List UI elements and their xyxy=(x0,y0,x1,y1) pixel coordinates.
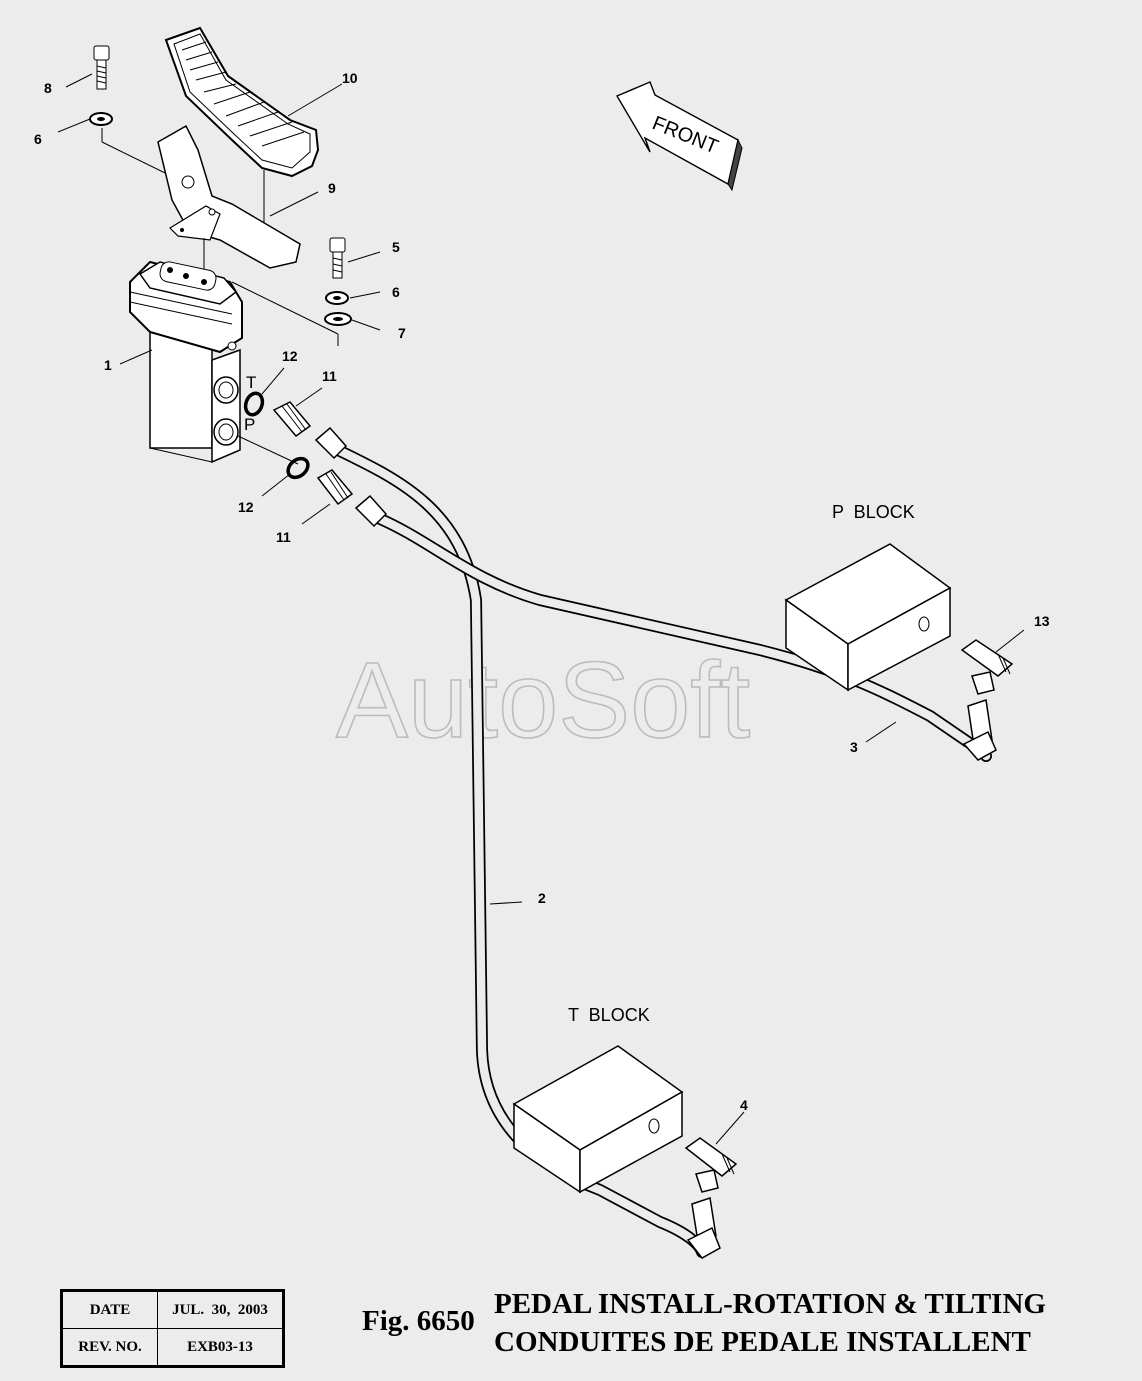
p-block-icon xyxy=(784,543,952,692)
date-label: DATE xyxy=(61,1290,158,1329)
bolt-5-icon xyxy=(329,237,346,279)
rev-label: REV. NO. xyxy=(61,1328,158,1367)
o-ring-12-lower-icon xyxy=(286,456,310,480)
callout-11-lower: 11 xyxy=(276,529,291,545)
callout-12-lower: 12 xyxy=(238,499,254,515)
callout-6-lower: 6 xyxy=(392,284,400,300)
callout-10: 10 xyxy=(342,70,358,86)
tee-fitting-13-icon xyxy=(960,639,1014,695)
pedal-bracket-9-icon xyxy=(157,124,301,269)
callout-9: 9 xyxy=(328,180,336,196)
rev-value: EXB03-13 xyxy=(157,1328,284,1367)
leader-lines xyxy=(57,73,1025,1145)
figure-number: Fig. 6650 xyxy=(362,1305,475,1337)
washer-6-lower-icon xyxy=(325,291,349,305)
pedal-valve-1-icon xyxy=(129,260,243,464)
callout-6-upper: 6 xyxy=(34,131,42,147)
p-block-label: P BLOCK xyxy=(832,502,915,522)
washer-7-icon xyxy=(324,312,352,326)
callout-3: 3 xyxy=(850,739,858,755)
callout-11-upper: 11 xyxy=(322,368,337,384)
callout-1: 1 xyxy=(104,357,112,373)
callout-12-upper: 12 xyxy=(282,348,298,364)
o-ring-12-upper-icon xyxy=(243,391,265,417)
adapter-11-lower-icon xyxy=(316,469,354,506)
front-arrow-icon: FRONT xyxy=(615,81,743,192)
callout-4: 4 xyxy=(740,1097,748,1113)
t-block-label: T BLOCK xyxy=(568,1005,650,1025)
figure-title-en: PEDAL INSTALL-ROTATION & TILTING xyxy=(494,1288,1046,1320)
elbow-fitting-3-icon xyxy=(962,699,997,761)
elbow-fitting-2-icon xyxy=(686,1197,721,1259)
tee-fitting-4-icon xyxy=(684,1137,738,1193)
callout-7: 7 xyxy=(398,325,406,341)
date-value: JUL. 30, 2003 xyxy=(157,1290,284,1329)
washer-6-icon xyxy=(89,112,113,126)
callout-13: 13 xyxy=(1034,613,1050,629)
port-label-t: T xyxy=(246,373,256,392)
callout-8: 8 xyxy=(44,80,52,96)
figure-title-fr: CONDUITES DE PEDALE INSTALLENT xyxy=(494,1326,1031,1358)
watermark: AutoSoft xyxy=(336,639,750,760)
adapter-11-upper-icon xyxy=(272,401,312,438)
t-block-icon xyxy=(512,1045,684,1194)
port-label-p: P xyxy=(244,415,255,434)
pedal-pad-10-icon xyxy=(164,26,320,178)
hose-2-icon xyxy=(314,426,708,1258)
callout-labels: 1 2 3 4 5 6 6 7 8 9 10 11 11 12 12 13 xyxy=(34,70,1050,1113)
bolt-8-icon xyxy=(93,45,110,90)
callout-5: 5 xyxy=(392,239,400,255)
revision-table: DATE JUL. 30, 2003 REV. NO. EXB03-13 xyxy=(60,1289,285,1368)
callout-2: 2 xyxy=(538,890,546,906)
